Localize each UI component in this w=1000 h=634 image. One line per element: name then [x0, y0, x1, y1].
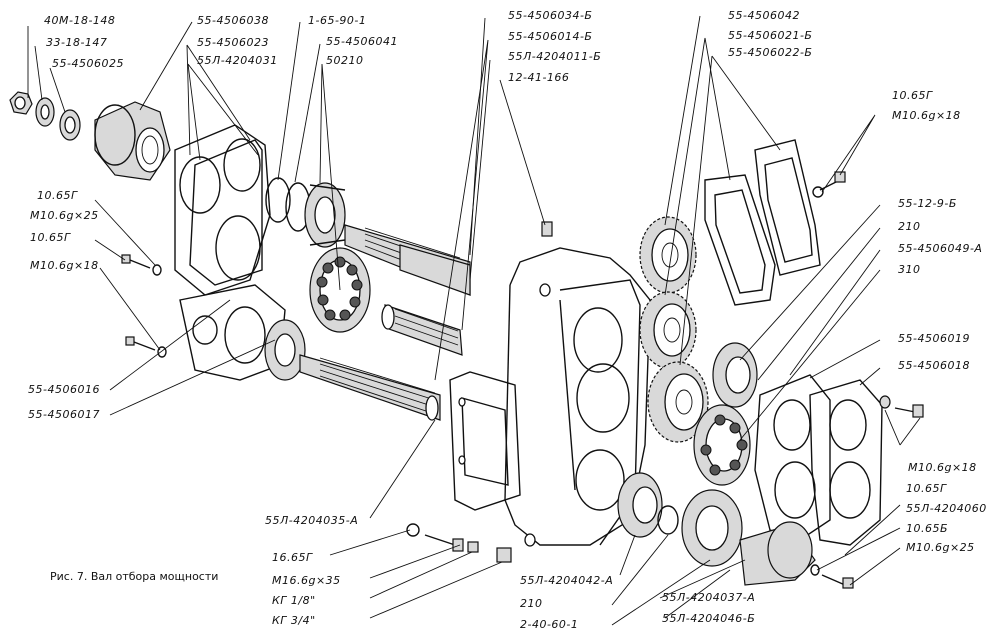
label-washer-l1: 10.65Г: [37, 189, 78, 202]
bolt-right: [879, 395, 924, 418]
label-bearing-310: 310: [898, 263, 921, 276]
label-plate-2: 55Л-4204031: [197, 54, 278, 67]
label-nut: 40М-18-148: [44, 14, 116, 27]
plug-large: [496, 547, 512, 563]
splined-shaft-lower: [299, 354, 441, 421]
nut-part: [9, 91, 33, 115]
label-washer-b: 10.65Б: [906, 522, 949, 535]
bearing-cup-part: [94, 101, 171, 181]
label-washer-2: 55-4506025: [52, 57, 124, 70]
label-gear-2: 55-4506021-Б: [728, 29, 813, 42]
label-washer-1: 33-18-147: [46, 36, 108, 49]
label-shaft-lower: 55Л-4204035-А: [265, 514, 359, 527]
label-disc: 55Л-4204037-А: [662, 591, 756, 604]
label-bolt-tr: M10.6g×18: [892, 109, 961, 122]
label-bolt-right: M10.6g×18: [908, 461, 977, 474]
housing-flange: [449, 371, 536, 547]
bolt-upper-right: [812, 171, 846, 198]
label-plate-1: 55-4506023: [197, 36, 269, 49]
bolt-lower-right: [810, 564, 854, 589]
label-gear-1: 55-4506042: [728, 9, 800, 22]
label-washer-bottom: 16.65Г: [272, 551, 313, 564]
cover-plate-narrow: [704, 174, 776, 306]
splined-shaft-upper: [344, 224, 471, 296]
label-housing: 55Л-4204042-А: [520, 574, 614, 587]
label-bolt-b: M10.6g×25: [906, 541, 975, 554]
label-cap: 55Л-4204060: [906, 502, 987, 515]
label-bearing-50210: 50210: [326, 54, 364, 67]
label-bolt-l1: M10.6g×25: [30, 209, 99, 222]
label-plate-017: 55-4506017: [28, 408, 100, 421]
cover-plate-wide: [754, 139, 821, 276]
gear-upper: [639, 216, 697, 294]
label-seal-disc: 55Л-4204046-Б: [662, 612, 756, 625]
label-washer-l2: 10.65Г: [30, 231, 71, 244]
label-gear-3: 55-4506022-Б: [728, 46, 813, 59]
cover-plate-upper: [174, 124, 271, 296]
label-shaft-3: 55Л-4204011-Б: [508, 50, 602, 63]
cover-plate-right: [754, 374, 831, 541]
cover-plate-far-right: [809, 379, 883, 546]
ball-bearing-middle: [309, 247, 371, 333]
gear-lower: [647, 361, 709, 443]
ball-bearing-lower: [264, 319, 306, 381]
seal-disc: [681, 489, 743, 567]
seal-ring-part: [265, 177, 311, 232]
gear-middle: [639, 291, 697, 369]
label-ring-right: 55-12-9-Б: [898, 197, 957, 210]
splined-sleeve: [381, 304, 463, 356]
label-cup: 55-4506038: [197, 14, 269, 27]
bolt-left-upper: [121, 254, 162, 276]
label-bolt-bottom: M16.6g×35: [272, 574, 341, 587]
label-shaft-2: 55-4506014-Б: [508, 30, 593, 43]
plug-small: [467, 541, 479, 553]
label-plate-019: 55-4506019: [898, 332, 970, 345]
label-part-049: 55-4506049-А: [898, 242, 983, 255]
breather: [541, 221, 553, 237]
label-bearing-bottom: 210: [520, 597, 543, 610]
ball-bearing-upper: [304, 182, 346, 248]
label-plug-small: КГ 1/8": [272, 594, 316, 607]
bearing-lower-right: [617, 472, 679, 538]
label-bearing-210: 210: [898, 220, 921, 233]
label-bolt-l2: M10.6g×18: [30, 259, 99, 272]
end-cap: [739, 521, 816, 586]
bolt-left-lower: [125, 336, 167, 358]
bolt-bottom: [406, 523, 464, 552]
bearing-310: [693, 404, 751, 486]
label-seal-bottom: 2-40-60-1: [520, 618, 579, 631]
label-plate-016: 55-4506016: [28, 383, 100, 396]
label-shaft-1: 55-4506034-Б: [508, 9, 593, 22]
label-ring-2: 55-4506041: [326, 35, 398, 48]
label-washer-right: 10.65Г: [906, 482, 947, 495]
label-plate-018: 55-4506018: [898, 359, 970, 372]
label-washer-tr: 10.65Г: [892, 89, 933, 102]
figure-caption: Рис. 7. Вал отбора мощности: [50, 570, 219, 583]
leader-lines: [27, 15, 921, 626]
label-ring-1: 1-65-90-1: [308, 14, 367, 27]
label-plug-large: КГ 3/4": [272, 614, 316, 627]
label-breather: 12-41-166: [508, 71, 570, 84]
washer-part: [35, 97, 81, 141]
bearing-210: [712, 342, 758, 408]
